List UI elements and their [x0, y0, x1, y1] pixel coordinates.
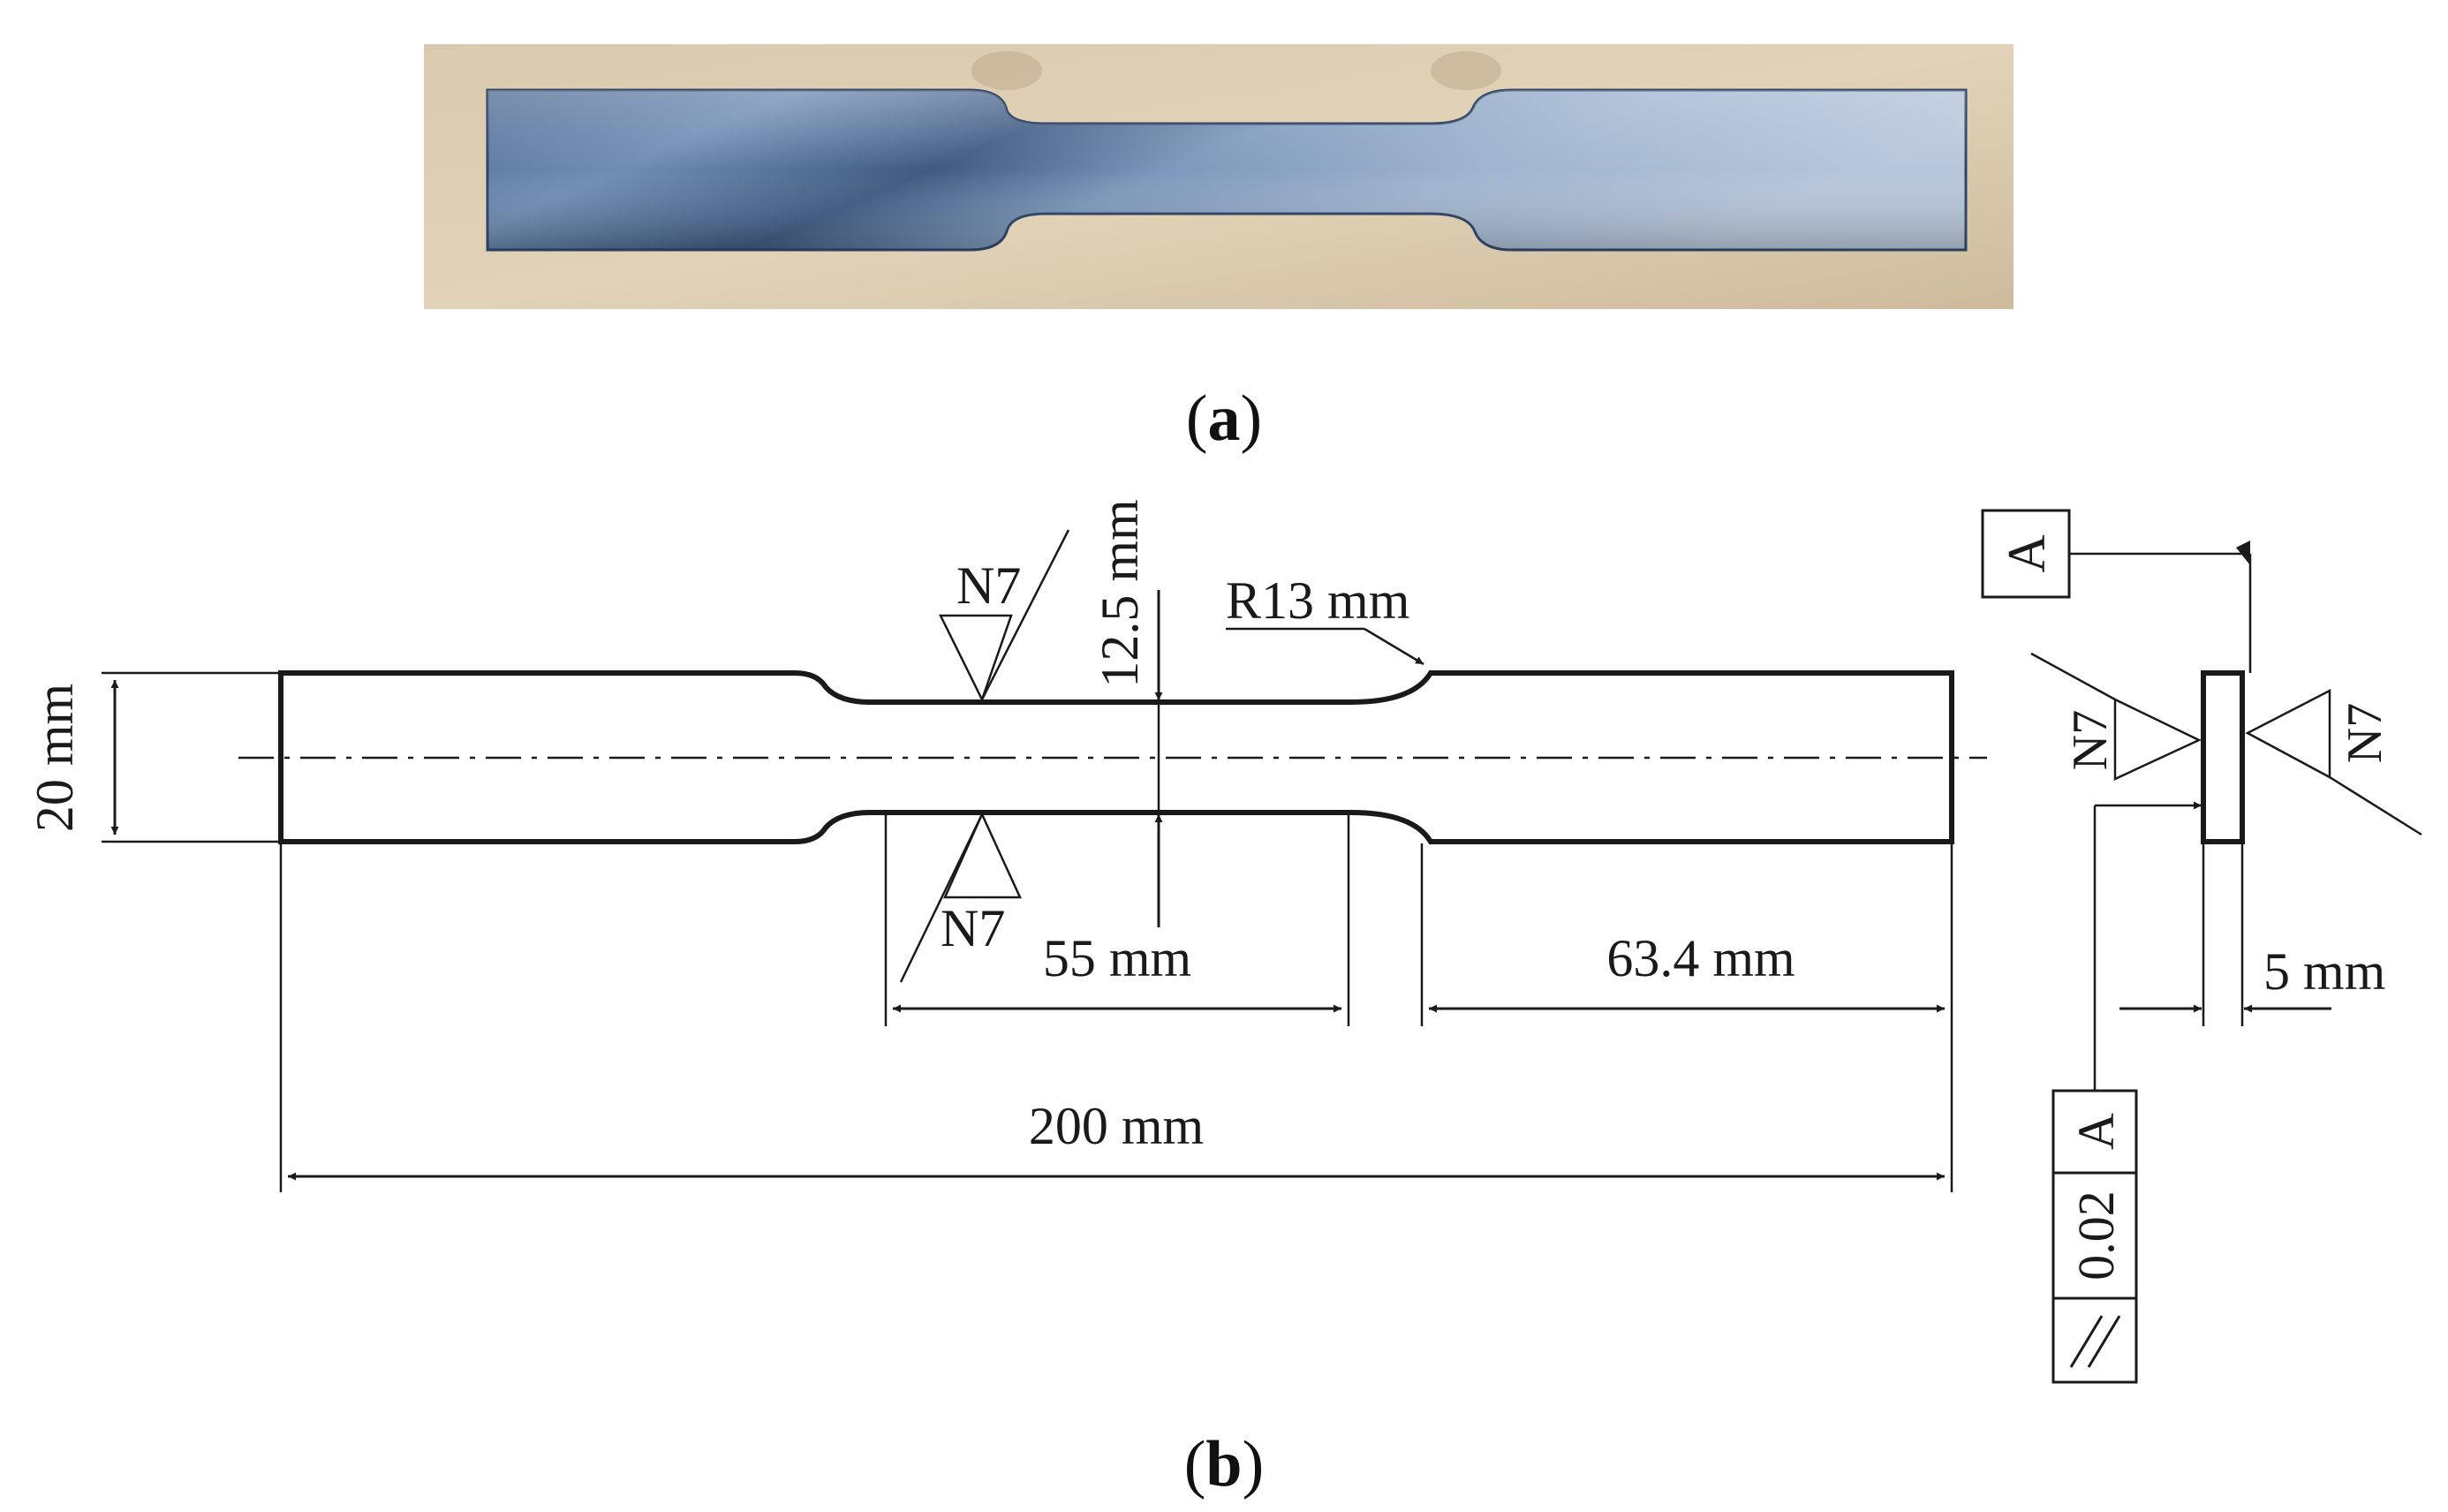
technical-drawing — [102, 509, 2422, 1384]
caption-a: (a) — [1186, 382, 1262, 455]
label-n7-side-right: N7 — [2338, 703, 2392, 763]
parallelism-icon — [2069, 1315, 2121, 1368]
photo-shadow-left — [971, 51, 1042, 90]
label-tolerance-value: 0.02 — [2067, 1191, 2125, 1281]
specimen-outline — [278, 670, 1954, 844]
photo-shadow-right — [1431, 51, 1501, 90]
surface-roughness-icon-bottom — [899, 811, 1022, 983]
label-tolerance-datum: A — [2067, 1113, 2125, 1150]
label-datum-a: A — [1998, 534, 2056, 572]
surface-roughness-icon-side-right — [2245, 688, 2422, 836]
specimen-shading — [487, 90, 1966, 250]
label-55mm: 55 mm — [1043, 929, 1191, 987]
radius-leader — [1364, 627, 1424, 666]
label-200mm: 200 mm — [1029, 1097, 1204, 1155]
label-63-4mm: 63.4 mm — [1606, 929, 1794, 987]
specimen-photo — [424, 44, 2014, 309]
label-12-5mm: 12.5 mm — [1091, 499, 1149, 687]
label-n7-bottom: N7 — [941, 899, 1005, 957]
tolerance-frame — [2051, 1089, 2138, 1384]
caption-b: (b) — [1184, 1428, 1264, 1501]
datum-triangle — [2236, 541, 2250, 565]
label-5mm: 5 mm — [2263, 942, 2385, 1001]
side-view-specimen — [2201, 670, 2245, 844]
surface-roughness-icon-side-left — [2030, 652, 2202, 781]
label-r13mm: R13 mm — [1226, 571, 1409, 630]
label-n7-side-left: N7 — [2063, 710, 2118, 770]
surface-roughness-icon-top — [938, 529, 1070, 703]
label-20mm: 20 mm — [26, 684, 84, 832]
label-n7-top: N7 — [956, 556, 1021, 615]
